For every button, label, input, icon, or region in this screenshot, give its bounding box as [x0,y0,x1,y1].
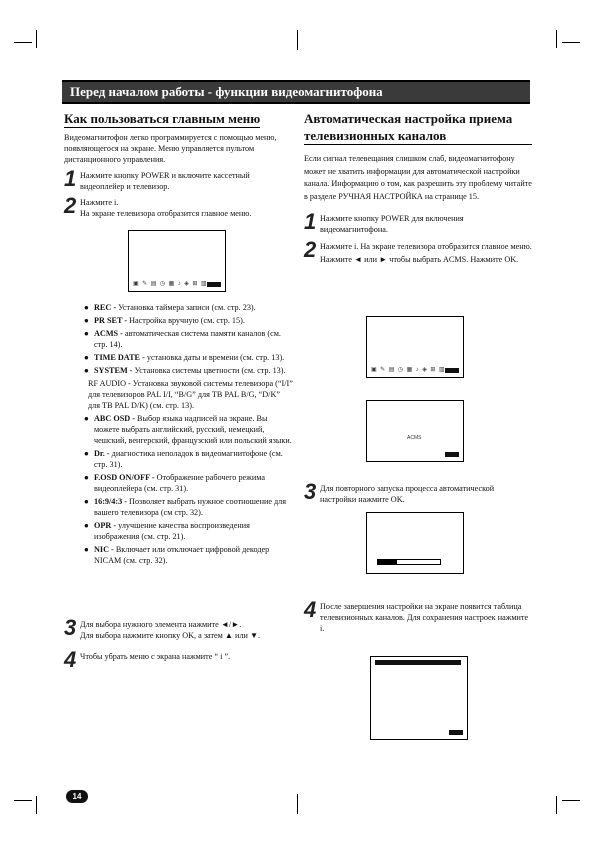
step-number: 1 [304,209,317,234]
crop-mark [14,800,32,801]
tv-screen-channel-table [370,656,468,740]
list-item: ●PR SET - Настройка вручную (см. стр. 15… [84,316,245,325]
menu-icons: ▣ ✎ ▤ ◷ ▦ ♪ ◈ ⊞ ▥ [133,281,208,287]
right-heading: Автоматическая настройка приема телевизи… [304,110,532,145]
step-text: Нажмите i. На экране телевизора отобрази… [320,242,532,264]
left-feature-list: ●REC - Установка таймера записи (см. стр… [84,300,294,568]
left-step-4: 4 Чтобы убрать меню с экрана нажмите “ i… [64,649,296,671]
crop-mark [562,800,580,801]
ok-indicator [449,730,463,735]
step-text: Для выбора нужного элемента нажмите ◄/►. [80,620,242,629]
right-intro: Если сигнал телевещания слишком слаб, ви… [304,154,532,201]
left-step-2: 2 Нажмите i. На экране телевизора отобра… [64,193,294,219]
crop-mark [14,42,32,43]
section-banner: Перед началом работы - функции видеомагн… [62,80,530,104]
ok-indicator [207,282,221,287]
right-step-4-wrap: 4 После завершения настройки на экране п… [304,596,532,634]
tv-screen-main-menu: ▣ ✎ ▤ ◷ ▦ ♪ ◈ ⊞ ▥ [128,230,226,292]
tv-screen-acms: ACMS [366,400,464,462]
step-text: Нажмите кнопку POWER и включите кассетны… [80,171,250,191]
acms-label: ACMS [407,435,422,441]
step-number: 1 [64,166,77,191]
list-item-rf-audio: RF AUDIO - Установка звуковой системы те… [88,379,293,410]
crop-mark [36,796,37,814]
scan-progress-bar [377,559,441,565]
step-number: 3 [304,479,317,504]
left-step-1: 1 Нажмите кнопку POWER и включите кассет… [64,166,294,192]
crop-mark [297,30,298,50]
step-number: 2 [304,237,317,262]
tv-screen-main-menu-2: ▣ ✎ ▤ ◷ ▦ ♪ ◈ ⊞ ▥ [366,316,464,378]
right-step-4: 4 После завершения настройки на экране п… [304,597,532,634]
ok-indicator [445,452,459,457]
step-text: Для выбора нажмите кнопку OK, а затем ▲ … [80,631,261,640]
left-step-3: 3 Для выбора нужного элемента нажмите ◄/… [64,615,296,641]
right-step-3: 3 Для повторного запуска процесса автома… [304,479,532,505]
step-text: Чтобы убрать меню с экрана нажмите “ i ”… [80,652,231,661]
step-text: Нажмите кнопку POWER для включения видео… [320,214,464,234]
left-steps-bottom: 3 Для выбора нужного элемента нажмите ◄/… [64,614,296,671]
right-column: Автоматическая настройка приема телевизи… [304,110,532,266]
list-item: ●ABC OSD - Выбор языка надписей на экран… [84,414,292,445]
step-number: 4 [64,647,77,672]
menu-icons: ▣ ✎ ▤ ◷ ▦ ♪ ◈ ⊞ ▥ [371,367,446,373]
right-step-1: 1 Нажмите кнопку POWER для включения вид… [304,209,532,235]
step-text: После завершения настройки на экране поя… [320,602,529,633]
crop-mark [36,30,37,48]
list-item: ●NIC - Включает или отключает цифровой д… [84,545,270,565]
step-number: 4 [304,597,317,622]
step-text: На экране телевизора отобразится главное… [80,209,252,218]
crop-mark [297,794,298,814]
page-number: 14 [66,790,88,803]
list-item: ●Dr. - диагностика неполадок в видеомагн… [84,449,283,469]
tv-screen-scan [366,512,464,574]
banner-title: Перед началом работы - функции видеомагн… [70,84,383,99]
left-intro: Видеомагнитофон легко программируется с … [64,133,277,164]
step-number: 2 [64,193,77,218]
list-item: ●OPR - улучшение качества воспроизведени… [84,521,250,541]
table-header-bar [375,660,461,665]
step-text: Для повторного запуска процесса автомати… [320,484,495,504]
list-item: ●ACMS - автоматическая система памяти ка… [84,329,281,349]
step-number: 3 [64,615,77,640]
list-item: ●SYSTEM - Установка системы цветности (с… [84,366,286,375]
left-heading: Как пользоваться главным меню [64,111,261,128]
list-item: ●TIME DATE - установка даты и времени (с… [84,353,285,362]
list-item: ●REC - Установка таймера записи (см. стр… [84,303,256,312]
crop-mark [562,42,580,43]
left-column: Как пользоваться главным меню Видеомагни… [64,110,294,219]
ok-indicator [445,368,459,373]
crop-mark [556,796,557,814]
step-text: Нажмите i. [80,198,119,207]
crop-mark [556,30,557,48]
list-item: ●F.OSD ON/OFF - Отображение рабочего реж… [84,473,265,493]
right-step-3-wrap: 3 Для повторного запуска процесса автома… [304,478,532,505]
list-item: ●16:9/4:3 - Позволяет выбрать нужное соо… [84,497,287,517]
right-step-2: 2 Нажмите i. На экране телевизора отобра… [304,237,532,266]
